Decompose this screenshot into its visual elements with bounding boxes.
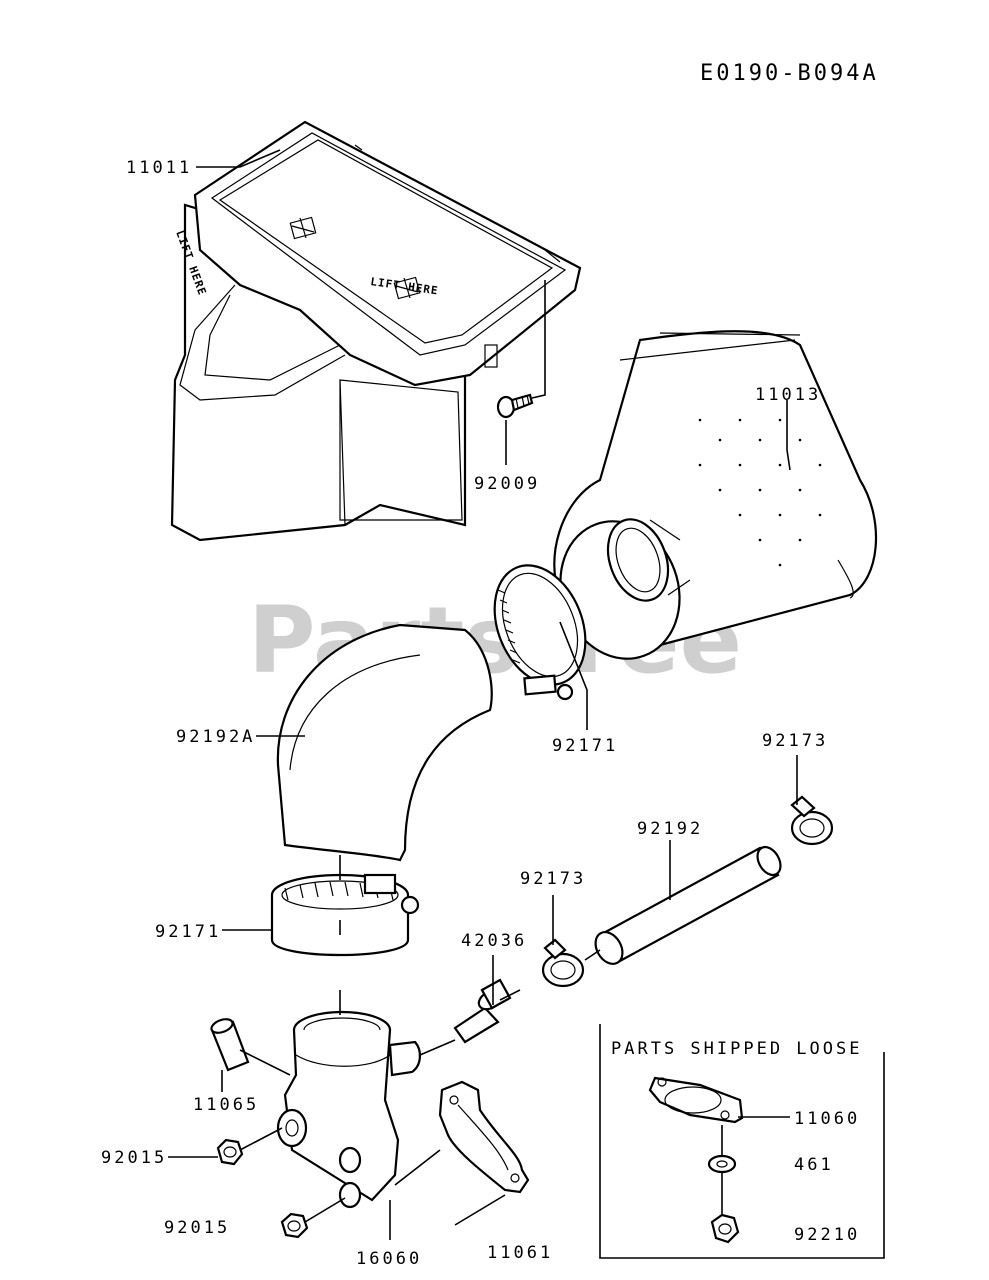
intake-pipe-16060 [276, 1010, 421, 1209]
callout-92171-upper: 92171 [552, 736, 618, 756]
callout-11061: 11061 [487, 1243, 553, 1263]
callout-92192A: 92192A [176, 727, 255, 747]
callout-11060: 11060 [794, 1109, 860, 1129]
elbow-hose [276, 623, 493, 862]
callout-92173-mid: 92173 [520, 869, 586, 889]
hose-clip-92173-right [790, 795, 834, 846]
air-filter-element [553, 330, 878, 660]
nut-92015-b [280, 1212, 309, 1239]
callout-92015-b: 92015 [164, 1218, 230, 1238]
cap-11065 [210, 1018, 250, 1072]
callout-92009: 92009 [474, 474, 540, 494]
hose-clamp-upper [493, 564, 587, 701]
callout-92210: 92210 [794, 1225, 860, 1245]
washer-461 [707, 1154, 737, 1174]
hose-clamp-lower [270, 873, 420, 957]
callout-11065: 11065 [193, 1095, 259, 1115]
callout-92173-right: 92173 [762, 731, 828, 751]
callout-42036: 42036 [461, 931, 527, 951]
callout-461: 461 [794, 1155, 834, 1175]
nut-92210 [710, 1213, 740, 1244]
parts-shipped-loose-box: PARTS SHIPPED LOOSE 11060 461 92210 [599, 1024, 885, 1259]
tube-fitting-42036 [453, 978, 512, 1044]
callout-16060: 16060 [356, 1249, 422, 1269]
nut-92015-a [216, 1138, 244, 1166]
loose-box-title: PARTS SHIPPED LOOSE [611, 1039, 862, 1059]
callout-11011: 11011 [126, 158, 192, 178]
gasket-11060 [648, 1076, 744, 1124]
screw-92009 [496, 393, 534, 419]
callout-92015-a: 92015 [101, 1148, 167, 1168]
callout-92171-lower: 92171 [155, 922, 221, 942]
leader-lines [168, 149, 798, 1240]
straight-hose-92192 [594, 845, 782, 965]
callout-92192: 92192 [637, 819, 703, 839]
callout-11013: 11013 [755, 385, 821, 405]
gasket-11061 [438, 1080, 530, 1194]
hose-clip-92173-mid [541, 938, 585, 988]
diagram-code: E0190-B094A [700, 61, 879, 86]
air-cleaner-cover: LIFT HERE LIFT HERE [170, 120, 582, 542]
